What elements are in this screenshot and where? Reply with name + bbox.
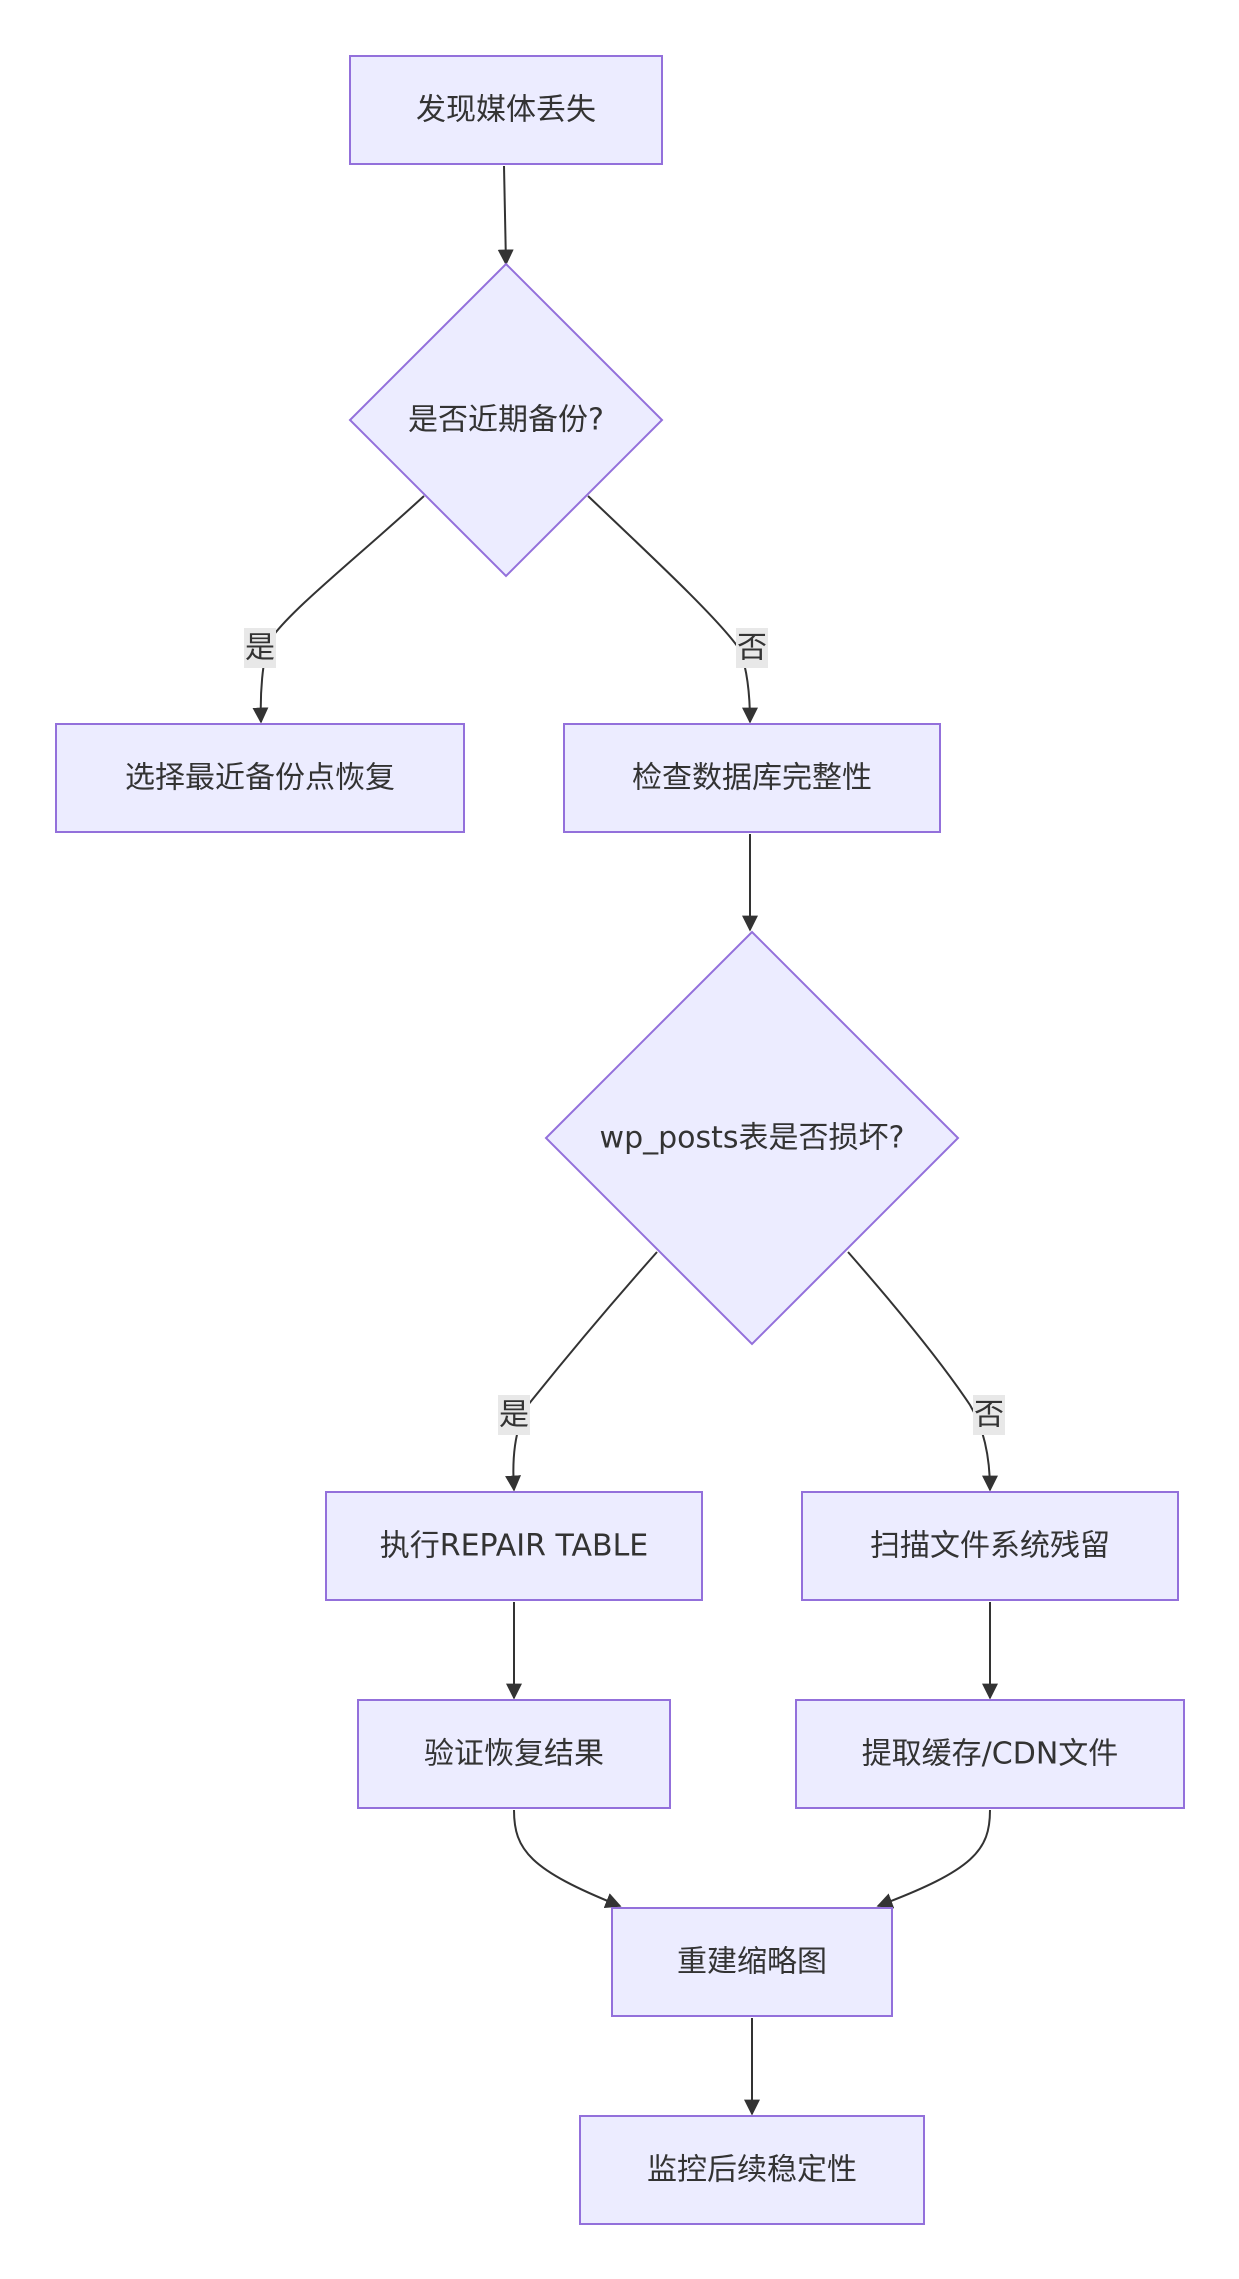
edge-label-backup-yes: 是 xyxy=(245,631,275,666)
node-verify-label: 验证恢复结果 xyxy=(424,1737,604,1772)
node-restore-backup: 选择最近备份点恢复 xyxy=(55,723,465,833)
decision-backup-check-label: 是否近期备份? xyxy=(408,403,604,438)
edges xyxy=(252,165,998,2116)
edge-posts-no xyxy=(847,1251,998,1492)
edge-label-backup-no: 否 xyxy=(737,631,767,666)
node-rebuild-thumbs: 重建缩略图 xyxy=(611,1907,893,2017)
edge-backup-yes xyxy=(252,495,425,724)
node-restore-backup-label: 选择最近备份点恢复 xyxy=(125,761,395,796)
decision-backup-check: 是否近期备份? xyxy=(348,262,664,578)
edge-label-posts-no: 否 xyxy=(974,1398,1004,1433)
nodes: 发现媒体丢失 是否近期备份? 选择最近备份点恢复 检查数据库完整性 wp_pos… xyxy=(55,55,1185,2225)
edge-backup-no xyxy=(587,495,758,724)
node-scan-fs-label: 扫描文件系统残留 xyxy=(870,1529,1110,1564)
edge-start-to-backup xyxy=(497,165,514,266)
node-check-db-label: 检查数据库完整性 xyxy=(632,761,872,796)
node-rebuild-thumbs-label: 重建缩略图 xyxy=(677,1945,827,1980)
decision-posts-check-label: wp_posts表是否损坏? xyxy=(600,1121,905,1156)
node-check-db: 检查数据库完整性 xyxy=(563,723,941,833)
edge-extract-to-rebuild xyxy=(876,1809,991,1909)
edge-labels: 是 否 是 否 xyxy=(244,628,1005,1435)
node-start-label: 发现媒体丢失 xyxy=(416,93,596,128)
node-extract-cache-label: 提取缓存/CDN文件 xyxy=(862,1737,1119,1772)
node-extract-cache: 提取缓存/CDN文件 xyxy=(795,1699,1185,1809)
node-scan-fs: 扫描文件系统残留 xyxy=(801,1491,1179,1601)
node-monitor: 监控后续稳定性 xyxy=(579,2115,925,2225)
edge-posts-yes xyxy=(505,1251,658,1492)
edge-verify-to-rebuild xyxy=(513,1809,622,1909)
node-repair-table: 执行REPAIR TABLE xyxy=(325,1491,703,1601)
node-repair-table-label: 执行REPAIR TABLE xyxy=(380,1529,649,1564)
decision-posts-check: wp_posts表是否损坏? xyxy=(544,930,960,1346)
node-start: 发现媒体丢失 xyxy=(349,55,663,165)
node-monitor-label: 监控后续稳定性 xyxy=(647,2153,857,2188)
node-verify: 验证恢复结果 xyxy=(357,1699,671,1809)
edge-label-posts-yes: 是 xyxy=(499,1398,529,1433)
